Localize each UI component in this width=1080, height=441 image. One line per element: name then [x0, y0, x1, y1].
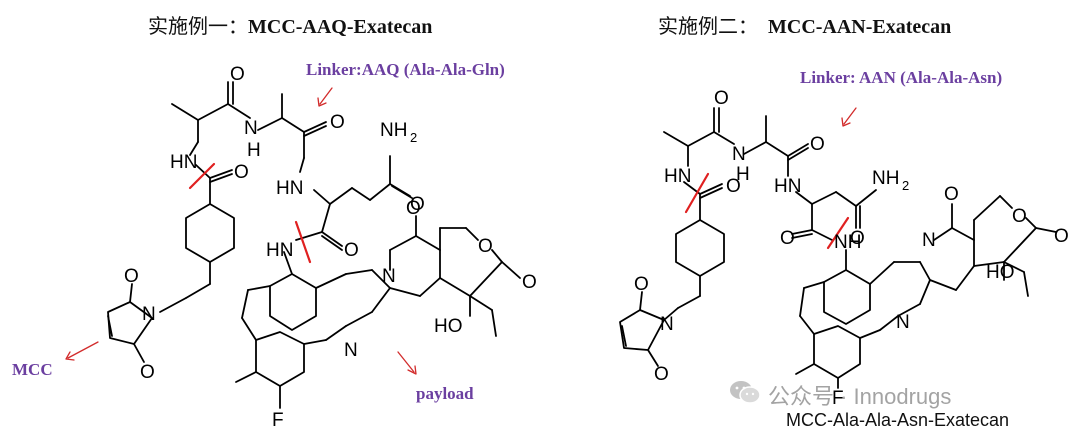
atom-n: N: [896, 312, 910, 333]
atom-o: O: [522, 272, 537, 293]
linker-label-aan: Linker: AAN (Ala-Ala-Asn): [800, 68, 1003, 87]
example-2-title-cn: 实施例二：: [658, 14, 758, 38]
atom-nh2: NH: [872, 168, 899, 189]
atom-o: O: [234, 162, 249, 183]
atom-n: N: [922, 230, 936, 251]
cleavage-marks: [188, 162, 312, 264]
atom-o: O: [850, 228, 865, 249]
atom-subscript: 2: [410, 130, 417, 145]
atom-n: N: [732, 144, 746, 165]
atom-o: O: [654, 364, 669, 385]
atom-ho: HO: [986, 262, 1015, 283]
atom-nh: NH: [834, 232, 861, 253]
atom-f: F: [272, 410, 284, 431]
example-1-title: 实施例一：MCC-AAQ-Exatecan: [148, 10, 432, 39]
atom-hn: HN: [774, 176, 801, 197]
atom-hn: HN: [170, 152, 197, 173]
atom-o: O: [714, 88, 729, 109]
atom-o: O: [726, 176, 741, 197]
atom-hn: HN: [266, 240, 293, 261]
example-1-title-compound: MCC-AAQ-Exatecan: [248, 16, 433, 38]
watermark-text: 公众号 · Innodrugs: [768, 384, 952, 409]
example-2-title: 实施例二： MCC-AAN-Exatecan: [658, 10, 951, 39]
panel-example-2: 实施例二： MCC-AAN-Exatecan Linker: AAN (Ala-A…: [560, 0, 1080, 441]
atom-o: O: [810, 134, 825, 155]
wechat-icon: [728, 379, 762, 411]
atom-o: O: [124, 266, 139, 287]
atom-hn: HN: [276, 178, 303, 199]
atom-nh2: NH: [380, 120, 407, 141]
atom-o: O: [1012, 206, 1027, 227]
watermark: 公众号 · Innodrugs: [728, 379, 951, 411]
example-1-title-cn: 实施例一：: [148, 14, 248, 38]
atom-subscript: 2: [902, 178, 909, 193]
atom-o: O: [406, 198, 421, 219]
atom-o: O: [780, 228, 795, 249]
atom-hn: HN: [664, 166, 691, 187]
atom-o: O: [330, 112, 345, 133]
atom-o: O: [634, 274, 649, 295]
atom-o: O: [230, 64, 245, 85]
atom-ho: HO: [434, 316, 463, 337]
atom-o: O: [944, 184, 959, 205]
atom-n: N: [344, 340, 358, 361]
payload-label: payload: [416, 384, 474, 403]
compound-caption: MCC-Ala-Ala-Asn-Exatecan: [786, 410, 1010, 430]
atom-h: H: [736, 164, 750, 185]
atom-o: O: [478, 236, 493, 257]
atom-n: N: [142, 304, 156, 325]
structure-mcc-aan-exatecan: O N H HN O O HN NH2 O O NH N O O O N HO …: [619, 88, 1069, 409]
linker-label-aaq: Linker:AAQ (Ala-Ala-Gln): [306, 60, 505, 79]
atom-o: O: [344, 240, 359, 261]
atom-f: F: [832, 388, 844, 409]
structure-mcc-aaq-exatecan: O N H HN O O HN NH2 O O HN N O O O N HO …: [65, 64, 537, 431]
atom-n: N: [660, 314, 674, 335]
panel-example-1: 实施例一：MCC-AAQ-Exatecan Linker:AAQ (Ala-Al…: [12, 10, 537, 431]
atom-h: H: [247, 140, 261, 161]
atom-o: O: [140, 362, 155, 383]
atom-o: O: [1054, 226, 1069, 247]
atom-n: N: [382, 266, 396, 287]
annotation-arrows: [841, 107, 857, 127]
cleavage-marks: [684, 172, 850, 250]
annotation-arrows: [65, 87, 417, 375]
atom-o: O: [410, 194, 425, 215]
mcc-label: MCC: [12, 360, 53, 379]
example-2-title-compound: MCC-AAN-Exatecan: [768, 16, 952, 38]
atom-n: N: [244, 118, 258, 139]
